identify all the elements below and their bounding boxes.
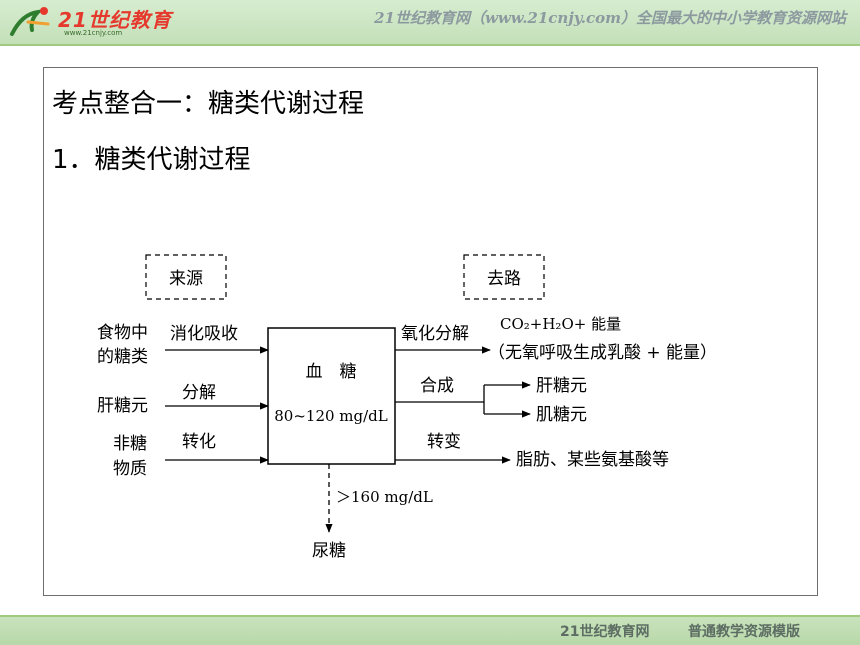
sink-liver-glycogen: 肝糖元 <box>536 376 587 396</box>
section-heading: 1．糖类代谢过程 <box>52 145 251 175</box>
blood-glucose-box <box>267 327 396 465</box>
logo-url: www.21cnjy.com <box>64 29 123 37</box>
sink-conversion-action: 转变 <box>427 432 461 452</box>
source-label: 来源 <box>169 269 203 289</box>
source-liver-action: 分解 <box>182 383 216 403</box>
sink-label: 去路 <box>487 269 521 289</box>
urine-glucose: 尿糖 <box>312 541 346 561</box>
blood-glucose-label: 血 糖 <box>306 362 357 382</box>
footer-template: 普通教学资源模版 <box>688 624 800 640</box>
header-bar <box>0 0 860 44</box>
source-liver-glycogen: 肝糖元 <box>97 396 148 416</box>
source-nonsugar-action: 转化 <box>182 432 216 452</box>
header-divider <box>0 44 860 46</box>
source-food-line2: 的糖类 <box>97 347 148 367</box>
source-nonsugar-line2: 物质 <box>113 459 147 479</box>
footer-brand: 21世纪教育网 <box>560 624 650 640</box>
footer-divider <box>0 615 860 617</box>
sink-oxidation-note: （无氧呼吸生成乳酸 + 能量） <box>488 343 717 363</box>
footer-bar <box>0 617 860 645</box>
sink-muscle-glycogen: 肌糖元 <box>536 405 587 425</box>
logo-runner-icon <box>10 7 50 36</box>
source-box <box>145 254 227 300</box>
sink-conversion-result: 脂肪、某些氨基酸等 <box>516 450 669 470</box>
sink-box <box>463 254 545 300</box>
content-frame <box>43 67 818 596</box>
logo-text: 21世纪教育 <box>58 8 172 32</box>
blood-glucose-range: 80~120 mg/dL <box>274 407 388 425</box>
urine-threshold: ＞160 mg/dL <box>336 488 433 506</box>
sink-synthesis-action: 合成 <box>420 376 454 396</box>
slide-title: 考点整合一：糖类代谢过程 <box>52 89 365 119</box>
site-slogan: 21世纪教育网（www.21cnjy.com）全国最大的中小学教育资源网站 <box>374 9 846 27</box>
sink-oxidation-action: 氧化分解 <box>401 324 469 344</box>
source-food-line1: 食物中 <box>97 323 148 343</box>
source-food-action: 消化吸收 <box>170 324 238 344</box>
sink-oxidation-result: CO₂+H₂O+ 能量 <box>500 315 621 333</box>
source-nonsugar-line1: 非糖 <box>113 434 147 454</box>
